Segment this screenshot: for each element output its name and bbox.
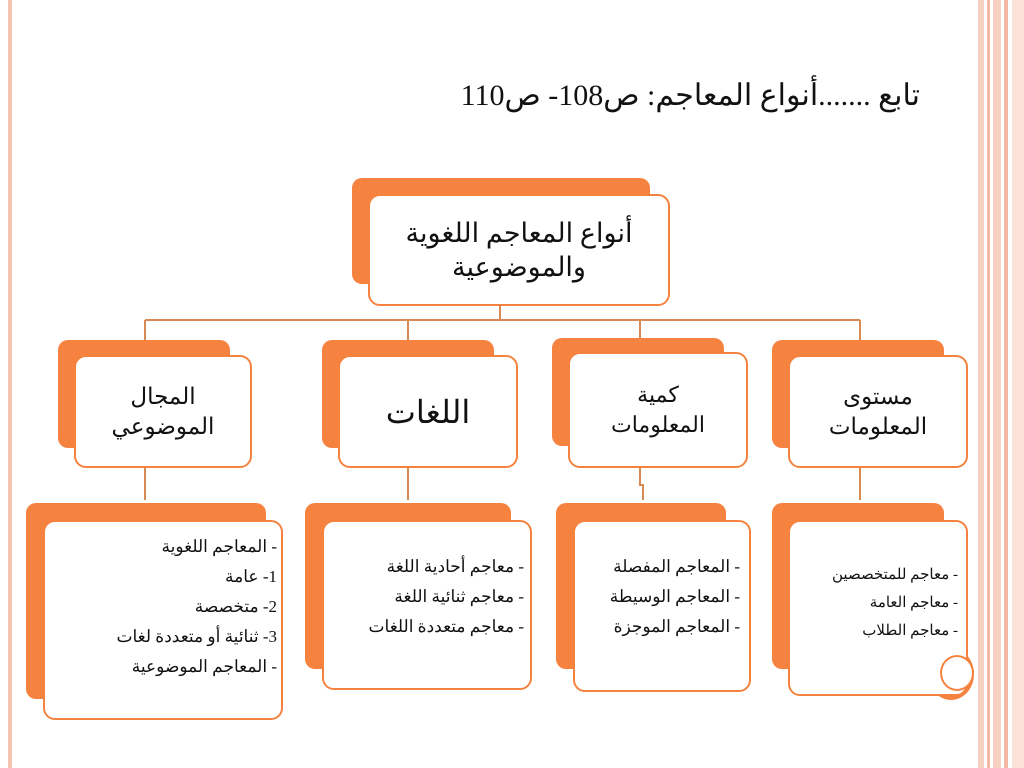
category-node-info-amount: كمية المعلومات [568,352,748,468]
border-stripe [987,0,990,768]
category-line2: الموضوعي [111,413,215,439]
category-line1: كمية [637,382,679,407]
list-item: - معاجم متعددة اللغات [368,617,524,636]
root-line1: أنواع المعاجم اللغوية [405,218,633,248]
decorative-circle [940,655,974,691]
detail-box-info-level [788,520,968,696]
root-node: أنواع المعاجم اللغوية والموضوعية [368,194,670,306]
left-frame-line [8,0,12,768]
list-item: - معاجم ثنائية اللغة [394,587,524,606]
detail-list: - معاجم للمتخصصين - معاجم العامة - معاجم… [796,561,958,645]
list-item: - معاجم الطلاب [862,623,958,639]
category-line1: المجال [130,383,196,409]
category-node-languages: اللغات [338,355,518,468]
slide-title: تابع .......أنواع المعاجم: ص108- ص110 [460,79,920,112]
root-line2: والموضوعية [452,252,586,282]
category-line1: مستوى [843,383,913,409]
category-node-subject-field: المجال الموضوعي [74,355,252,468]
detail-list: - المعاجم المفصلة - المعاجم الوسيطة - ال… [580,552,740,642]
list-item: - معاجم العامة [869,595,958,611]
border-stripe [978,0,984,768]
list-item: - معاجم للمتخصصين [832,567,958,583]
list-item: 3- ثنائية أو متعددة لغات [116,627,277,646]
list-item: - معاجم أحادية اللغة [386,557,524,576]
category-line1: اللغات [385,393,471,430]
detail-box-info-amount [573,520,751,692]
list-item: - المعاجم المفصلة [613,557,740,576]
border-stripe [1012,0,1024,768]
list-item: - المعاجم الوسيطة [609,587,740,606]
category-line2: المعلومات [611,412,705,437]
border-stripe [993,0,1001,768]
category-line2: المعلومات [828,413,928,439]
detail-box-languages [322,520,532,690]
category-node-info-level: مستوى المعلومات [788,355,968,468]
detail-list: - المعاجم اللغوية 1- عامة 2- متخصصة 3- ث… [55,532,277,682]
detail-list: - معاجم أحادية اللغة - معاجم ثنائية اللغ… [332,552,524,642]
list-item: - المعاجم الموضوعية [131,657,277,676]
list-item: 2- متخصصة [194,597,277,616]
detail-box-subject-field [43,520,283,720]
list-item: - المعاجم الموجزة [613,617,740,636]
list-item: - المعاجم اللغوية [161,537,277,556]
border-stripe [1004,0,1008,768]
list-item: 1- عامة [225,567,277,586]
